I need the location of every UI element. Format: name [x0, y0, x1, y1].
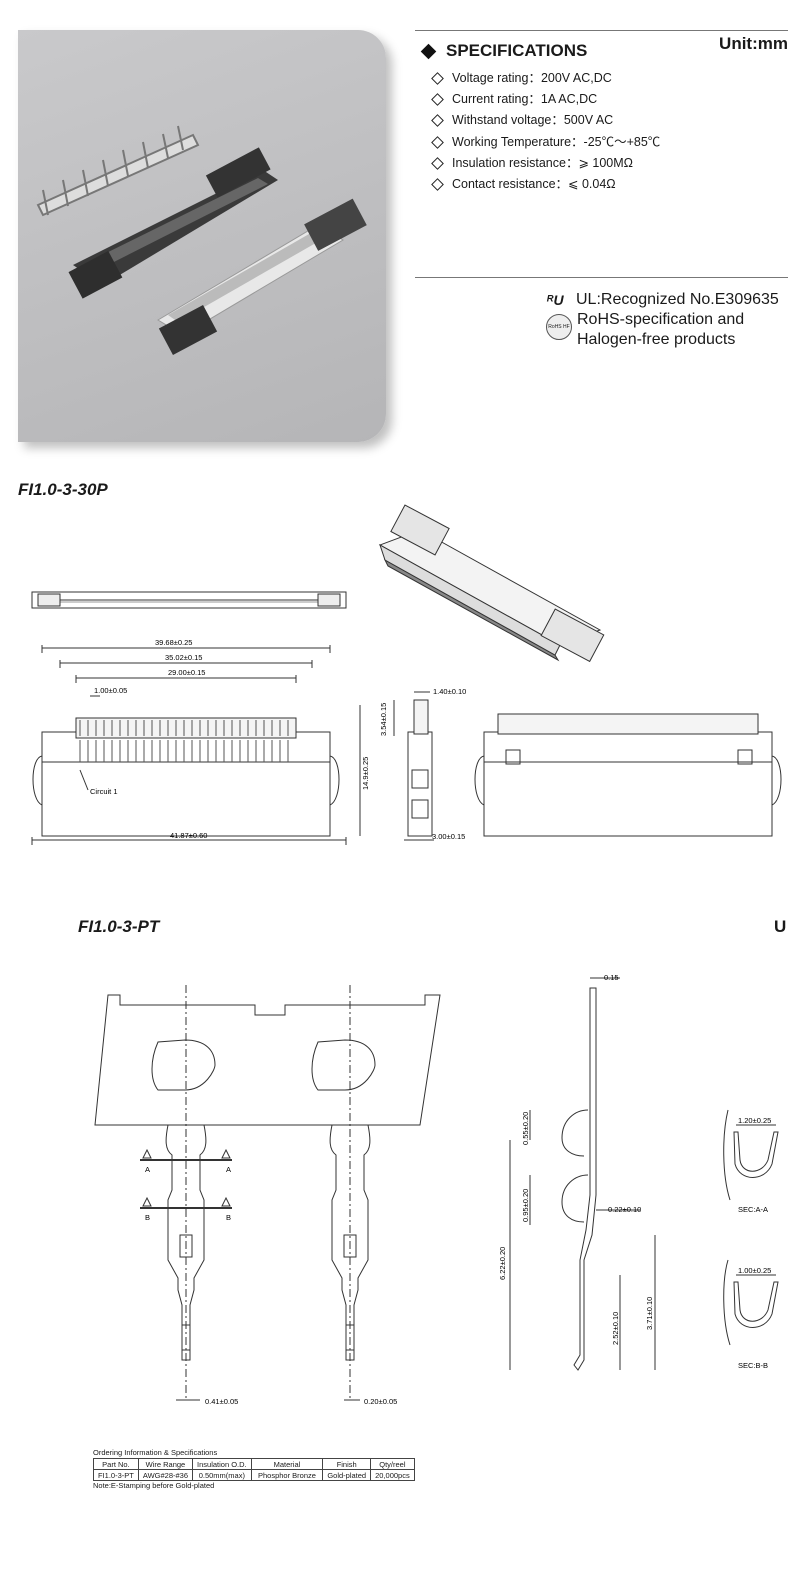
ul-logo-icon: ᴿU [546, 292, 564, 308]
connector-drawing: 39.68±0.25 35.02±0.15 29.00±0.15 1.00±0.… [31, 504, 782, 845]
ordering-table: Part No. Wire Range Insulation O.D. Mate… [93, 1458, 415, 1481]
connector-rear-view [474, 713, 782, 837]
connector-top-view [31, 591, 347, 609]
diamond-bullet-icon [420, 43, 437, 59]
rohs-text-2: Halogen-free products [577, 331, 736, 348]
diamond-outline-icon [431, 93, 444, 107]
circuit-label: Circuit 1 [90, 787, 118, 796]
product-photo-illustration [36, 125, 367, 355]
spec-divider-bottom [415, 277, 788, 278]
dim-overall: 39.68±0.25 [155, 638, 192, 647]
table-header: Qty/reel [370, 1458, 415, 1470]
dim-thickness: 0.15 [604, 973, 619, 982]
spec-list: Voltage rating：200V AC,DC Current rating… [431, 68, 661, 195]
dim-height: 14.9±0.25 [361, 757, 370, 790]
table-cell: AWG#28-#36 [137, 1469, 194, 1481]
dim-w2: 0.20±0.05 [364, 1397, 397, 1406]
terminal-right [329, 1124, 371, 1401]
table-cell: FI1.0-3-PT [93, 1469, 139, 1481]
terminal-edge-label: U [774, 917, 787, 936]
diamond-outline-icon [431, 156, 444, 170]
dim-d3: 0.22±0.10 [608, 1205, 641, 1214]
ul-text: UL:Recognized No.E309635 [576, 291, 779, 308]
terminal-left [140, 1124, 232, 1401]
section-views [723, 1109, 779, 1346]
dim-top: 3.54±0.15 [379, 703, 388, 736]
spec-divider-top [415, 30, 788, 31]
spec-item-text: Insulation resistance：⩾ 100MΩ [452, 155, 634, 170]
sec-b-label: SEC:B-B [738, 1361, 768, 1370]
terminal-part-no: FI1.0-3-PT [78, 917, 160, 936]
rohs-row-1: RoHS-specification and [546, 310, 779, 330]
dim-inner: 35.02±0.15 [165, 653, 202, 662]
spec-title: SPECIFICATIONS [420, 41, 588, 61]
spec-item-text: Voltage rating：200V AC,DC [452, 71, 612, 85]
rohs-badge-icon: RoHS HF [546, 314, 572, 340]
diamond-outline-icon [431, 135, 444, 149]
dim-side-top: 1.40±0.10 [433, 687, 466, 696]
dim-d2: 0.95±0.20 [521, 1189, 530, 1222]
dim-d1: 0.55±0.20 [521, 1112, 530, 1145]
spec-item-text: Contact resistance：⩽ 0.04Ω [452, 176, 616, 191]
connector-iso-view [378, 504, 605, 663]
dim-total: 6.22±0.20 [498, 1247, 507, 1280]
section-mark-a-left: A [145, 1165, 150, 1174]
certifications: ᴿU UL:Recognized No.E309635 RoHS-specifi… [546, 290, 779, 350]
spec-item: Contact resistance：⩽ 0.04Ω [431, 174, 660, 195]
table-cell: Gold-plated [322, 1469, 372, 1481]
table-header: Material [250, 1458, 324, 1470]
rohs-row-2: Halogen-free products [546, 330, 779, 350]
table-header: Part No. [93, 1458, 139, 1470]
sec-a-label: SEC:A-A [738, 1205, 768, 1214]
spec-item-text: Current rating：1A AC,DC [452, 92, 598, 107]
table-header: Finish [322, 1458, 372, 1470]
spec-item: Insulation resistance：⩾ 100MΩ [431, 153, 660, 174]
dim-w1: 0.41±0.05 [205, 1397, 238, 1406]
table-cell: 20,000pcs [370, 1469, 415, 1481]
dim-d5: 3.71±0.10 [645, 1297, 654, 1330]
dim-d4: 2.52±0.10 [611, 1312, 620, 1345]
dim-pitch-span: 29.00±0.15 [168, 668, 205, 677]
terminal-side-profile [509, 977, 656, 1371]
spec-title-text: SPECIFICATIONS [446, 41, 588, 60]
ul-row: ᴿU UL:Recognized No.E309635 [546, 290, 779, 310]
table-header-row: Part No. Wire Range Insulation O.D. Mate… [93, 1458, 415, 1470]
spec-item-text: Working Temperature：-25℃～+85℃ [452, 134, 661, 149]
table-row: FI1.0-3-PT AWG#28-#36 0.50mm(max) Phosph… [93, 1469, 415, 1481]
dim-base: 41.87±0.60 [170, 831, 207, 840]
rohs-text-1: RoHS-specification and [577, 311, 745, 328]
terminal-drawing: A A B B 0.41±0.05 0.20±0.05 0.15 0.55±0.… [94, 973, 779, 1406]
dim-sec-b: 1.00±0.25 [738, 1266, 771, 1275]
spec-item: Current rating：1A AC,DC [431, 89, 660, 110]
table-cell: Phosphor Bronze [250, 1469, 324, 1481]
spec-item: Voltage rating：200V AC,DC [431, 68, 660, 89]
table-header: Insulation O.D. [192, 1458, 252, 1470]
spec-item: Working Temperature：-25℃～+85℃ [431, 132, 661, 153]
ordering-caption: Ordering Information & Specifications [93, 1448, 218, 1457]
dim-pitch: 1.00±0.05 [94, 686, 127, 695]
connector-part-no: FI1.0-3-30P [18, 480, 108, 499]
ordering-note: Note:E-Stamping before Gold-plated [93, 1481, 215, 1490]
dim-sec-a: 1.20±0.25 [738, 1116, 771, 1125]
table-cell: 0.50mm(max) [192, 1469, 252, 1481]
table-header: Wire Range [137, 1458, 194, 1470]
product-photo [18, 30, 386, 442]
diamond-outline-icon [431, 72, 444, 85]
dim-side-bottom: 3.00±0.15 [432, 832, 465, 841]
diamond-outline-icon [431, 178, 444, 191]
diamond-outline-icon [431, 114, 444, 128]
spec-item-text: Withstand voltage：500V AC [452, 113, 614, 128]
spec-item: Withstand voltage：500V AC [431, 110, 660, 131]
section-mark-b-left: B [145, 1213, 150, 1222]
connector-front-view [31, 645, 361, 845]
section-mark-b-right: B [226, 1213, 231, 1222]
section-mark-a-right: A [226, 1165, 231, 1174]
unit-label: Unit:mm [719, 34, 788, 53]
connector-side-view [393, 691, 434, 841]
terminal-carrier-strip [94, 985, 441, 1400]
